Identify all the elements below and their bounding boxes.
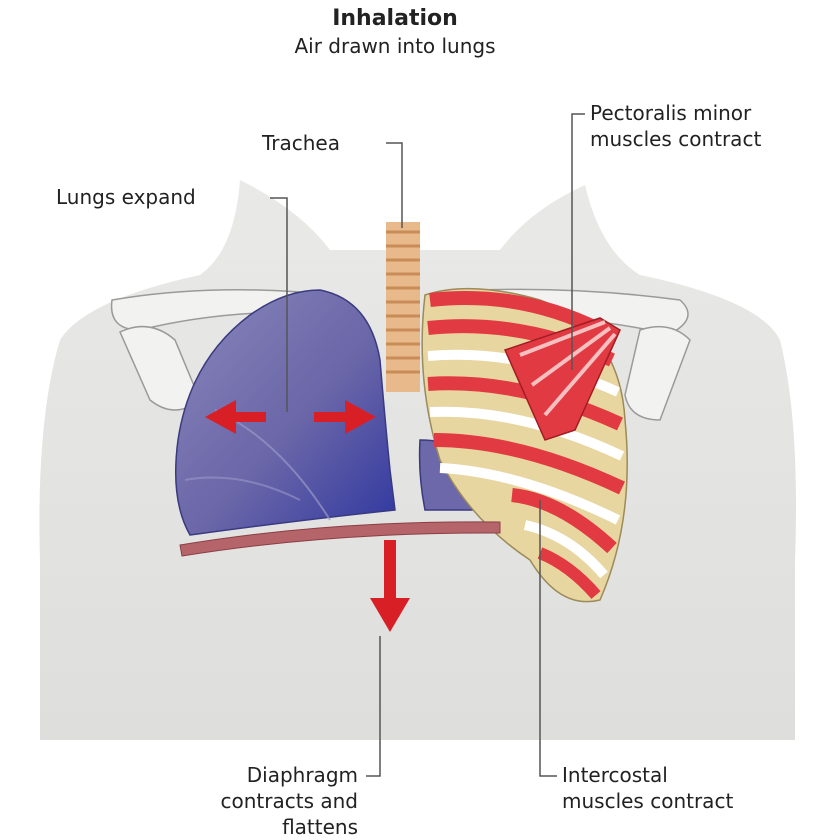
label-diaphragm: Diaphragm contracts and flattens [152, 762, 358, 840]
label-intercostal: Intercostal muscles contract [562, 762, 733, 814]
label-trachea: Trachea [262, 130, 340, 156]
label-pectoralis-minor: Pectoralis minor muscles contract [590, 100, 761, 152]
diagram-title: Inhalation [0, 6, 790, 31]
trachea-leader-line [386, 143, 402, 228]
diagram-subtitle: Air drawn into lungs [0, 34, 790, 58]
label-lungs-expand: Lungs expand [56, 184, 196, 210]
trachea [386, 222, 420, 392]
